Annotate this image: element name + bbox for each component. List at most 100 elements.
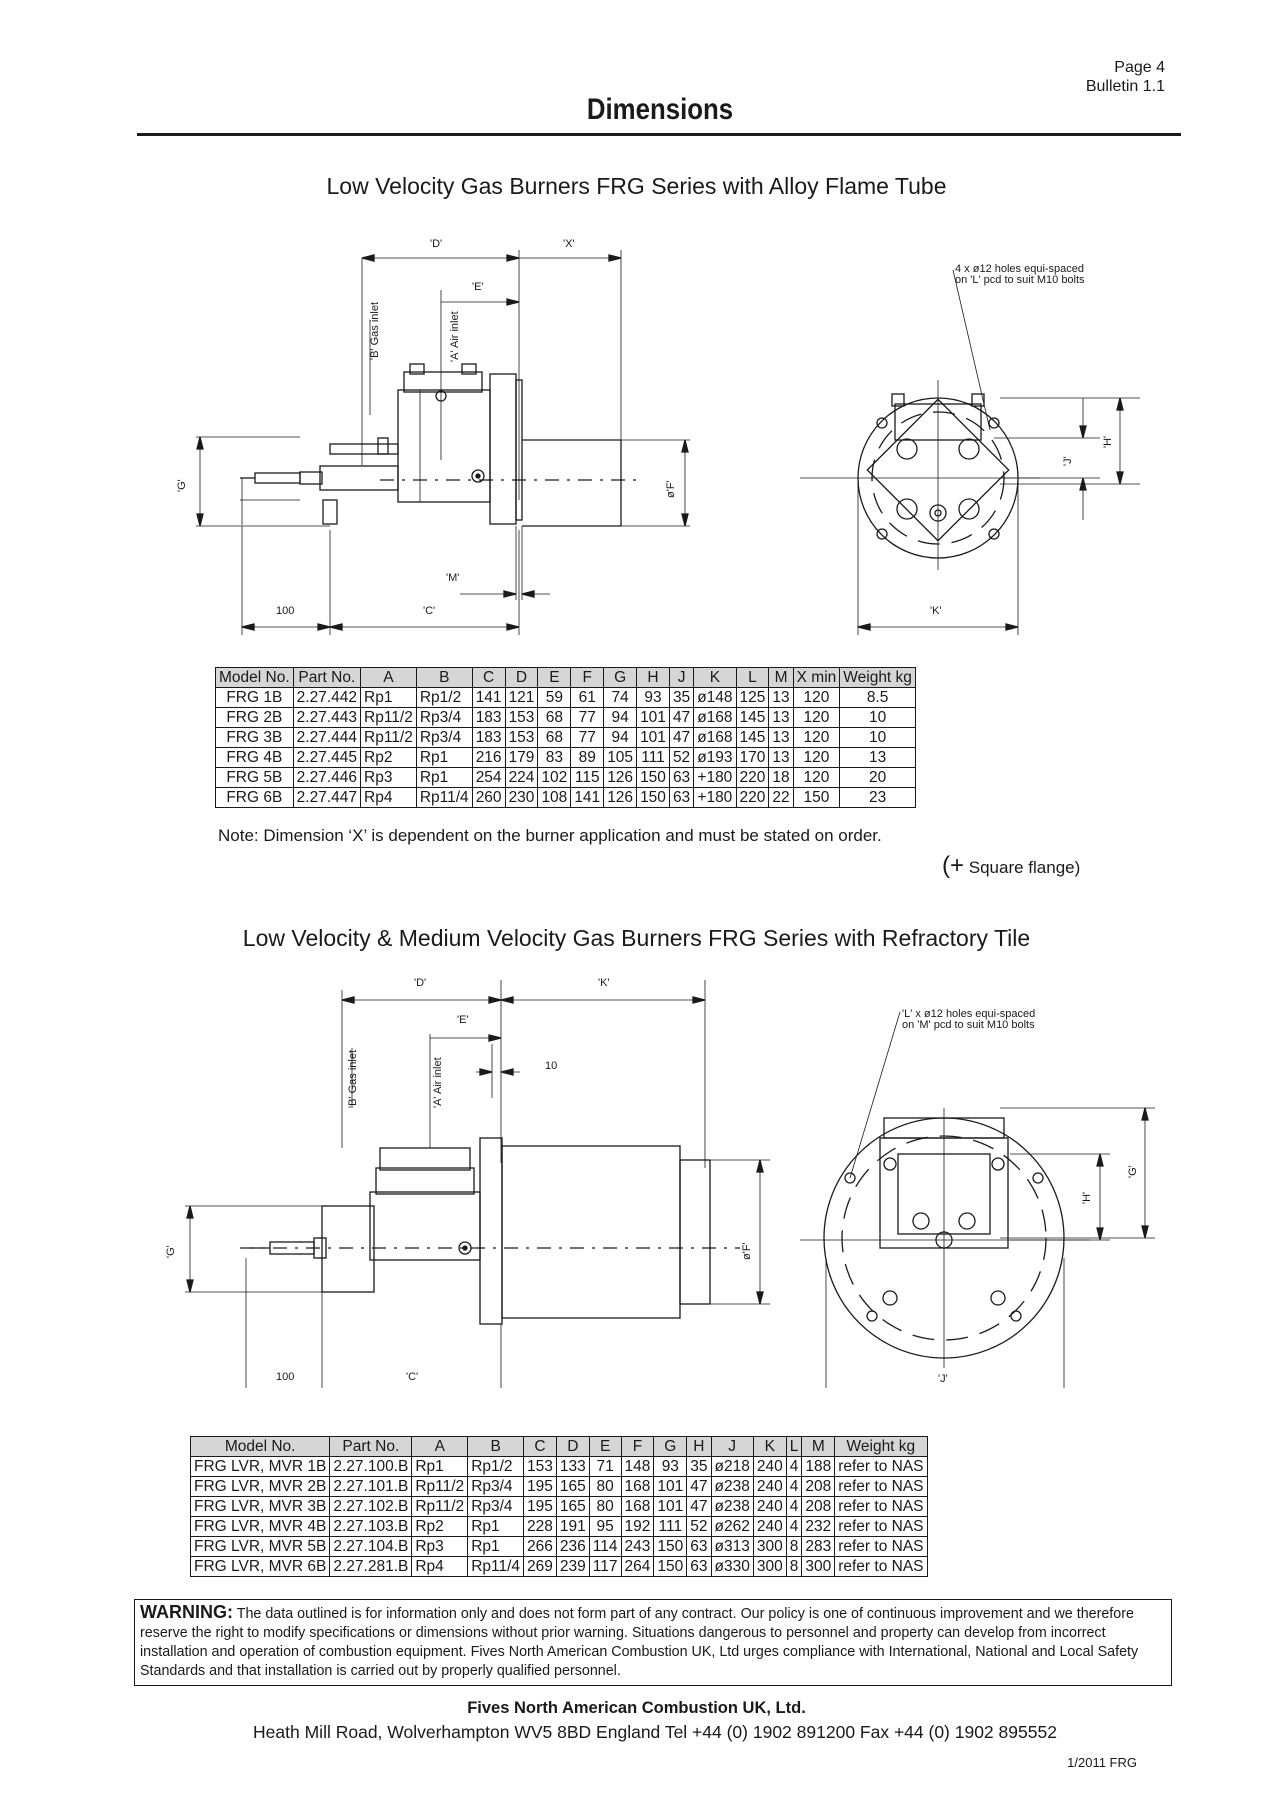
table-cell: ø168 <box>693 707 737 728</box>
table-cell: 47 <box>686 1496 712 1517</box>
table-cell: FRG LVR, MVR 2B <box>189 1476 331 1497</box>
table-cell: 114 <box>588 1536 622 1557</box>
s2-dim-label-c: 'C' <box>406 1371 418 1383</box>
s2-dim-label-h: 'H' <box>1081 1192 1093 1204</box>
page-number: Page 4 <box>1114 59 1165 76</box>
table-cell: 266 <box>523 1536 557 1557</box>
table-cell: 4 <box>785 1496 803 1517</box>
table-cell: 239 <box>555 1556 590 1577</box>
table-cell: 126 <box>603 787 638 808</box>
company-address: Heath Mill Road, Wolverhampton WV5 8BD E… <box>253 1722 1057 1742</box>
table-cell: 47 <box>668 727 695 748</box>
document-code: 1/2011 FRG <box>1067 1755 1137 1770</box>
table-cell: ø238 <box>710 1496 754 1517</box>
s2-air-inlet-label: 'A' Air inlet <box>432 1057 444 1108</box>
table-cell: ø148 <box>693 687 737 708</box>
table-cell: 13 <box>839 747 916 768</box>
table-cell: 2.27.103.B <box>329 1516 413 1537</box>
table-cell: 150 <box>653 1536 688 1557</box>
table-cell: refer to NAS <box>834 1456 928 1477</box>
table-cell: 4 <box>785 1456 803 1477</box>
table-cell: FRG LVR, MVR 6B <box>189 1556 331 1577</box>
table-cell: 2.27.444 <box>292 727 362 748</box>
table-header-cell: Part No. <box>329 1436 413 1457</box>
table-cell: 120 <box>792 687 841 708</box>
table-cell: 52 <box>686 1516 712 1537</box>
dim-label-d: 'D' <box>430 238 442 250</box>
table-header-cell: H <box>686 1436 712 1457</box>
table-cell: 101 <box>636 727 670 748</box>
table-cell: 94 <box>603 707 638 728</box>
table-cell: 63 <box>686 1536 712 1557</box>
table-cell: 125 <box>735 687 770 708</box>
table-cell: FRG 1B <box>215 687 294 708</box>
table-cell: 8 <box>785 1556 803 1577</box>
table-cell: 236 <box>555 1536 590 1557</box>
table-cell: ø238 <box>710 1476 754 1497</box>
table-cell: 133 <box>555 1456 590 1477</box>
table-header-cell: K <box>693 667 737 688</box>
table-cell: 111 <box>636 747 670 768</box>
table-cell: 141 <box>471 687 506 708</box>
table-header-cell: B <box>467 1436 525 1457</box>
table-cell: 220 <box>735 787 770 808</box>
section2-drawing: 'D' 'K' 'E' 10 'B' Gas inlet 'A' Air inl… <box>165 977 1155 1388</box>
table-cell: 47 <box>668 707 695 728</box>
section1-drawing: 'D' 'X' 'E' 'B' Gas inlet 'A' Air inlet … <box>176 238 1140 635</box>
table-cell: 93 <box>636 687 670 708</box>
table-cell: 2.27.445 <box>292 747 362 768</box>
table-cell: 63 <box>686 1556 712 1577</box>
table-cell: 35 <box>686 1456 712 1477</box>
flange-note-symbol: (+ <box>942 852 965 879</box>
table-cell: Rp1 <box>415 767 473 788</box>
table-cell: 195 <box>523 1476 557 1497</box>
table-cell: 260 <box>471 787 506 808</box>
table-cell: 8.5 <box>839 687 916 708</box>
dim-label-k: 'K' <box>930 605 942 617</box>
bulletin-number: Bulletin 1.1 <box>1085 78 1165 95</box>
table-cell: 230 <box>504 787 539 808</box>
gas-inlet-label: 'B' Gas inlet <box>369 302 381 360</box>
table-cell: 254 <box>471 767 506 788</box>
table-cell: 105 <box>603 747 638 768</box>
table-cell: Rp4 <box>411 1556 469 1577</box>
table-cell: 2.27.101.B <box>329 1476 413 1497</box>
table-header-cell: K <box>752 1436 787 1457</box>
section2-title: Low Velocity & Medium Velocity Gas Burne… <box>242 925 1031 951</box>
air-inlet-label: 'A' Air inlet <box>449 311 461 362</box>
table-cell: refer to NAS <box>834 1476 928 1497</box>
table-cell: 8 <box>785 1536 803 1557</box>
dim-label-100: 100 <box>276 605 294 617</box>
s2-dim-label-k: 'K' <box>598 977 610 989</box>
table-cell: 115 <box>570 767 605 788</box>
table-cell: 150 <box>653 1556 688 1577</box>
flange-note-text: Square flange) <box>968 858 1081 877</box>
table-header-cell: L <box>735 667 770 688</box>
table-cell: ø218 <box>710 1456 754 1477</box>
table-cell: Rp1/2 <box>467 1456 525 1477</box>
table-cell: 216 <box>471 747 506 768</box>
table-cell: Rp2 <box>411 1516 469 1537</box>
table-cell: 2.27.281.B <box>329 1556 413 1577</box>
table-cell: 228 <box>523 1516 557 1537</box>
table-cell: 77 <box>570 707 605 728</box>
table-cell: 120 <box>792 727 841 748</box>
table-cell: 47 <box>686 1476 712 1497</box>
table-cell: 101 <box>636 707 670 728</box>
section2-front-view: 'L' x ø12 holes equi-spaced on 'M' pcd t… <box>800 1008 1155 1388</box>
dim-label-j: 'J' <box>1062 456 1074 466</box>
table-header-cell: G <box>603 667 638 688</box>
table-header-cell: B <box>415 667 473 688</box>
table-header-cell: C <box>523 1436 557 1457</box>
s2-dim-label-j: 'J' <box>938 1373 948 1385</box>
table-cell: +180 <box>693 787 737 808</box>
table-cell: 63 <box>668 787 695 808</box>
table-cell: Rp11/4 <box>415 787 473 808</box>
table-cell: 94 <box>603 727 638 748</box>
table-cell: ø262 <box>710 1516 754 1537</box>
